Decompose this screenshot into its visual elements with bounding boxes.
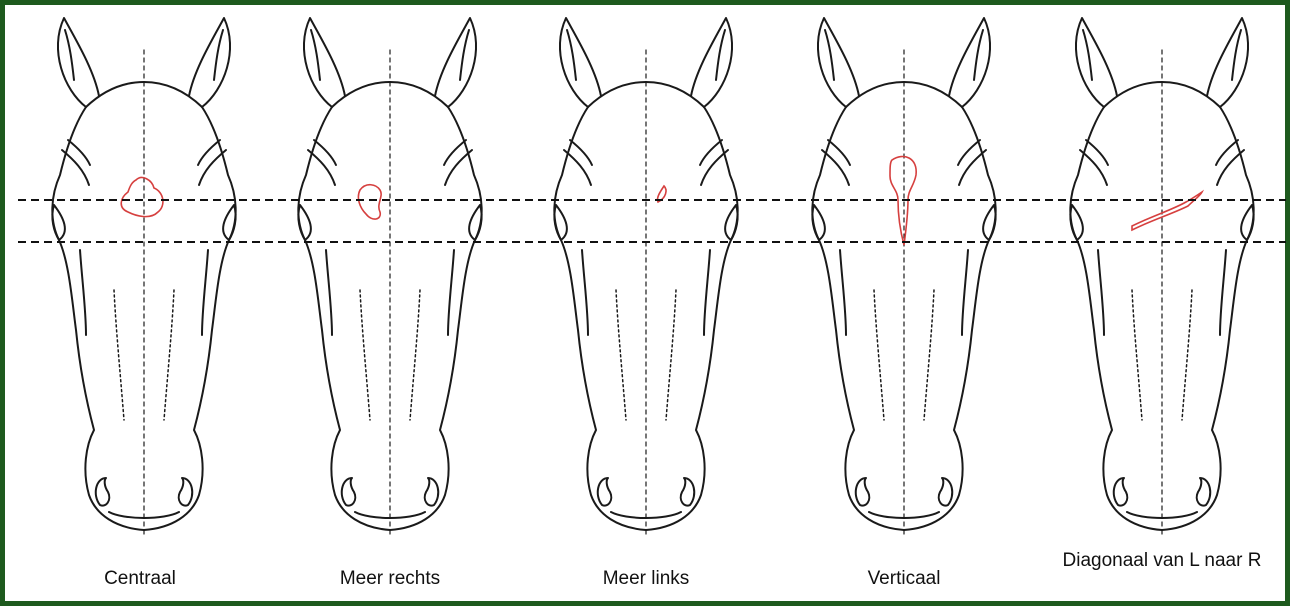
marking-blob-right	[358, 185, 381, 219]
panel-meer-rechts	[298, 18, 481, 535]
panel-diagonaal	[1070, 18, 1253, 535]
caption-diagonaal: Diagonaal van L naar R	[1042, 548, 1282, 573]
panel-meer-links	[554, 18, 737, 535]
caption-verticaal: Verticaal	[784, 566, 1024, 591]
caption-centraal: Centraal	[20, 566, 260, 591]
panel-centraal	[52, 18, 235, 535]
caption-meer-rechts: Meer rechts	[270, 566, 510, 591]
caption-meer-links: Meer links	[526, 566, 766, 591]
marking-diagonal-stripe	[1132, 192, 1202, 230]
marking-blob-center	[121, 178, 163, 217]
panel-verticaal	[812, 18, 995, 535]
